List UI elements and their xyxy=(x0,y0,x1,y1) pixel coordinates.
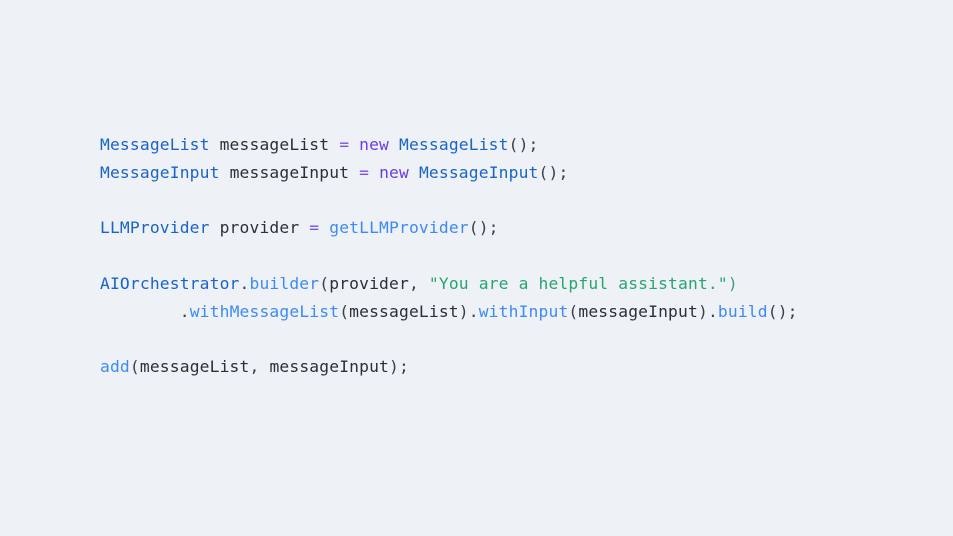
code-token-punct: , xyxy=(249,357,270,377)
code-token-method: add xyxy=(100,357,130,377)
code-token-plain xyxy=(210,135,220,154)
code-token-plain xyxy=(319,218,329,237)
code-token-method: build xyxy=(717,301,768,321)
code-token-plain xyxy=(299,218,309,237)
code-line xyxy=(100,187,900,215)
code-line: MessageList messageList = new MessageLis… xyxy=(100,131,900,159)
code-token-operator: = xyxy=(339,135,350,154)
code-token-punct: ( xyxy=(568,301,579,321)
code-token-method: withMessageList xyxy=(189,301,340,321)
code-token-punct: . xyxy=(468,301,479,321)
code-line: add(messageList, messageInput); xyxy=(100,353,900,381)
code-token-type: MessageList xyxy=(100,135,210,154)
code-token-plain xyxy=(210,218,220,237)
code-indent xyxy=(100,302,180,321)
code-token-operator: = xyxy=(359,162,370,182)
code-token-punct: (); xyxy=(508,135,539,154)
code-token-punct: (); xyxy=(538,162,569,182)
code-token-punct: ( xyxy=(319,273,330,293)
code-token-punct: (); xyxy=(468,218,499,238)
code-token-method: getLLMProvider xyxy=(329,218,469,238)
code-token-punct: . xyxy=(707,301,718,321)
code-token-plain xyxy=(349,163,359,182)
code-token-plain: provider xyxy=(329,273,409,293)
code-token-type: MessageInput xyxy=(100,162,220,182)
code-token-plain xyxy=(349,135,359,154)
code-token-plain: messageList xyxy=(349,301,459,321)
code-token-type: AIOrchestrator xyxy=(100,273,240,293)
code-token-method: builder xyxy=(249,273,320,293)
code-token-type: LLMProvider xyxy=(100,218,210,238)
code-block: MessageList messageList = new MessageLis… xyxy=(100,131,900,381)
code-token-plain: messageInput xyxy=(229,162,350,182)
code-line: .withMessageList(messageList).withInput(… xyxy=(100,298,900,326)
code-token-method: withInput xyxy=(478,301,569,321)
code-token-plain: messageList xyxy=(139,357,250,377)
code-token-plain: messageInput xyxy=(269,357,390,377)
code-token-punct: , xyxy=(408,273,429,293)
code-token-plain xyxy=(329,135,339,154)
code-token-punct-str: ) xyxy=(727,273,738,293)
code-token-plain xyxy=(369,163,379,182)
code-token-type: MessageList xyxy=(399,135,509,154)
code-token-punct: ( xyxy=(339,301,350,321)
code-token-plain xyxy=(409,163,419,182)
code-token-punct: ) xyxy=(458,301,469,321)
code-line: MessageInput messageInput = new MessageI… xyxy=(100,159,900,187)
code-token-punct: . xyxy=(239,273,250,293)
code-token-type: MessageInput xyxy=(418,162,539,182)
code-token-string: "You are a helpful assistant." xyxy=(428,273,728,293)
code-line xyxy=(100,326,900,354)
code-token-keyword: new xyxy=(359,135,390,154)
code-token-punct: . xyxy=(179,301,190,321)
code-token-plain: provider xyxy=(219,218,300,238)
code-line: LLMProvider provider = getLLMProvider(); xyxy=(100,214,900,242)
code-token-plain xyxy=(220,163,230,182)
code-token-plain: messageInput xyxy=(578,301,698,321)
code-token-punct: (); xyxy=(767,301,798,321)
code-token-punct: ); xyxy=(389,357,409,377)
code-token-punct: ) xyxy=(697,301,708,321)
code-token-plain: messageList xyxy=(219,135,330,154)
code-token-keyword: new xyxy=(379,162,409,182)
code-token-punct: ( xyxy=(129,357,140,377)
code-line xyxy=(100,242,900,270)
code-token-operator: = xyxy=(309,218,320,238)
code-token-plain xyxy=(389,135,399,154)
code-line: AIOrchestrator.builder(provider, "You ar… xyxy=(100,270,900,298)
